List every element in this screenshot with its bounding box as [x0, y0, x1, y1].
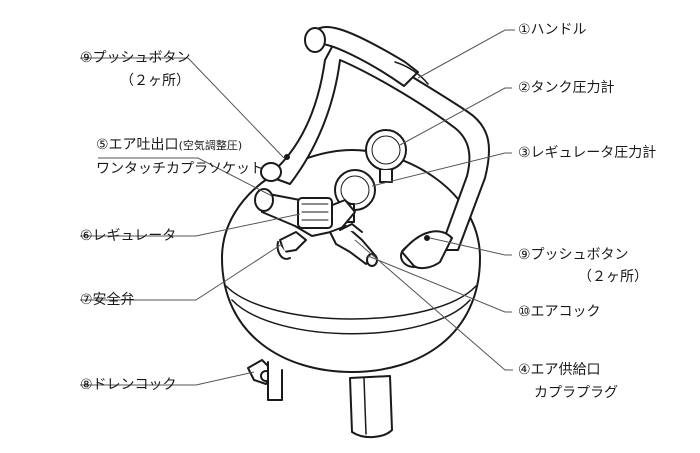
label-regulator-gauge: ③レギュレータ圧力計 [518, 145, 657, 161]
safety-valve [276, 231, 307, 260]
tank-legs [267, 361, 393, 438]
label-safety-valve: ⑦安全弁 [80, 292, 135, 308]
label-regulator: ⑥レギュレータ [80, 228, 177, 244]
label-air-outlet-note: (空気調整圧) [178, 139, 243, 152]
label-handle: ①ハンドル [518, 22, 587, 38]
label-air-outlet-main: ⑤エア吐出口 [96, 137, 179, 153]
label-air-supply: ④エア供給口 [518, 362, 601, 378]
label-push-button-left: ⑨プッシュボタン [80, 50, 191, 66]
leader-lines [80, 29, 515, 386]
tank-gauge [365, 129, 407, 183]
label-drain-cock: ⑧ドレンコック [80, 377, 177, 393]
label-air-outlet: ⑤エア吐出口(空気調整圧) [96, 136, 242, 155]
handle [260, 26, 491, 270]
label-push-button-right-qty: （２ヶ所） [578, 269, 648, 285]
label-air-outlet-sub: ワンタッチカプラソケット [96, 161, 264, 177]
regulator-unit [254, 188, 356, 237]
label-air-cock: ⑩エアコック [518, 304, 601, 320]
label-air-supply-sub: カプラプラグ [534, 385, 618, 401]
label-push-button-left-qty: （２ヶ所） [120, 73, 190, 89]
label-tank-gauge: ②タンク圧力計 [518, 80, 615, 96]
label-push-button-right: ⑨プッシュボタン [518, 247, 629, 263]
